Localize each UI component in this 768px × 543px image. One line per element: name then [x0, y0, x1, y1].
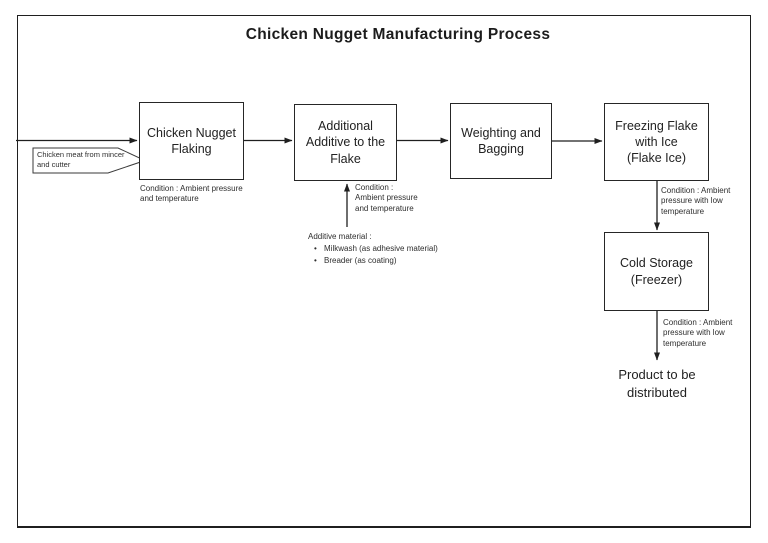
additive-material-item-text: Breader (as coating) [324, 255, 397, 265]
process-box-freezing: Freezing Flake with Ice (Flake Ice) [604, 103, 709, 181]
bullet-icon: • [314, 255, 317, 265]
page-border [17, 15, 751, 528]
additive-material-heading: Additive material : [308, 232, 372, 241]
process-box-cold-storage: Cold Storage (Freezer) [604, 232, 709, 311]
process-box-additive-label: Additional Additive to the Flake [305, 119, 386, 166]
condition-note-flaking: Condition : Ambient pressure and tempera… [140, 184, 243, 204]
diagram-title: Chicken Nugget Manufacturing Process [245, 26, 551, 43]
output-label: Product to be distributed [618, 367, 696, 400]
bullet-icon: • [314, 244, 317, 254]
process-box-additive: Additional Additive to the Flake [294, 104, 397, 181]
input-callout-label: Chicken meat from mincer and cutter [37, 150, 125, 170]
condition-note-additive: Condition : Ambient pressure and tempera… [355, 183, 418, 213]
additive-material-note: Additive material : • Milkwash (as adhes… [308, 232, 468, 266]
process-box-flaking: Chicken Nugget Flaking [139, 102, 244, 180]
process-box-weighting: Weighting and Bagging [450, 103, 552, 179]
additive-material-item-text: Milkwash (as adhesive material) [324, 244, 438, 254]
condition-note-freezing: Condition : Ambient pressure with low te… [661, 186, 731, 216]
additive-material-item: • Milkwash (as adhesive material) [308, 244, 468, 254]
input-callout-shape [32, 147, 147, 174]
condition-note-cold-storage: Condition : Ambient pressure with low te… [663, 318, 733, 348]
process-box-cold-storage-label: Cold Storage (Freezer) [620, 256, 693, 287]
additive-material-item: • Breader (as coating) [308, 256, 468, 266]
process-box-weighting-label: Weighting and Bagging [461, 125, 541, 156]
process-box-flaking-label: Chicken Nugget Flaking [147, 125, 236, 156]
process-box-freezing-label: Freezing Flake with Ice (Flake Ice) [615, 118, 698, 166]
